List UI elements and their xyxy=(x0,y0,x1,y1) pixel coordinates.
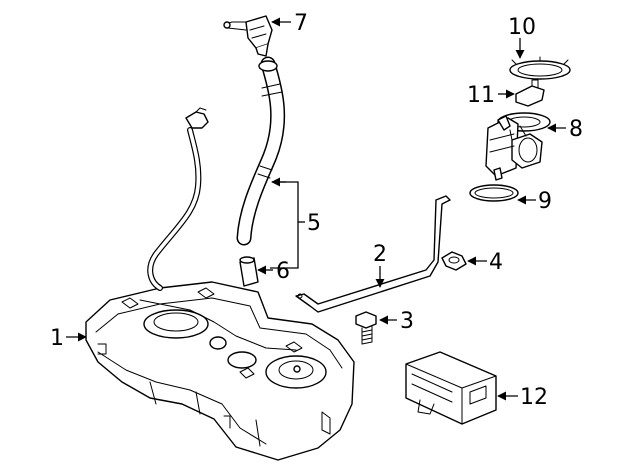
filler-hose-sleeve xyxy=(239,256,259,287)
callout-labels: 1 2 3 4 5 6 7 8 9 10 11 12 xyxy=(50,11,583,410)
callout-4: 4 xyxy=(489,250,503,275)
callout-8: 8 xyxy=(569,117,583,142)
lock-ring xyxy=(509,56,571,80)
callout-11: 11 xyxy=(467,83,495,108)
callout-7: 7 xyxy=(294,11,308,36)
callout-5: 5 xyxy=(307,211,321,236)
leader-lines xyxy=(66,17,566,401)
leader-5-bracket xyxy=(270,181,299,269)
callout-10: 10 xyxy=(508,15,536,40)
strap-nut xyxy=(441,251,467,271)
control-module xyxy=(405,351,497,425)
callout-1: 1 xyxy=(50,326,64,351)
filler-cap xyxy=(223,15,273,57)
fuel-pump-assembly xyxy=(485,112,551,181)
strap-bolt xyxy=(355,311,377,345)
fuel-tank xyxy=(85,281,355,461)
callout-12: 12 xyxy=(520,385,548,410)
callout-9: 9 xyxy=(538,189,552,214)
callout-3: 3 xyxy=(400,309,414,334)
filler-pipe xyxy=(236,56,286,246)
tank-strap xyxy=(295,195,451,313)
pump-cover xyxy=(515,79,545,107)
pump-seal xyxy=(469,184,519,202)
callout-2: 2 xyxy=(373,242,387,267)
callout-6: 6 xyxy=(276,259,290,284)
vent-line xyxy=(147,107,209,291)
